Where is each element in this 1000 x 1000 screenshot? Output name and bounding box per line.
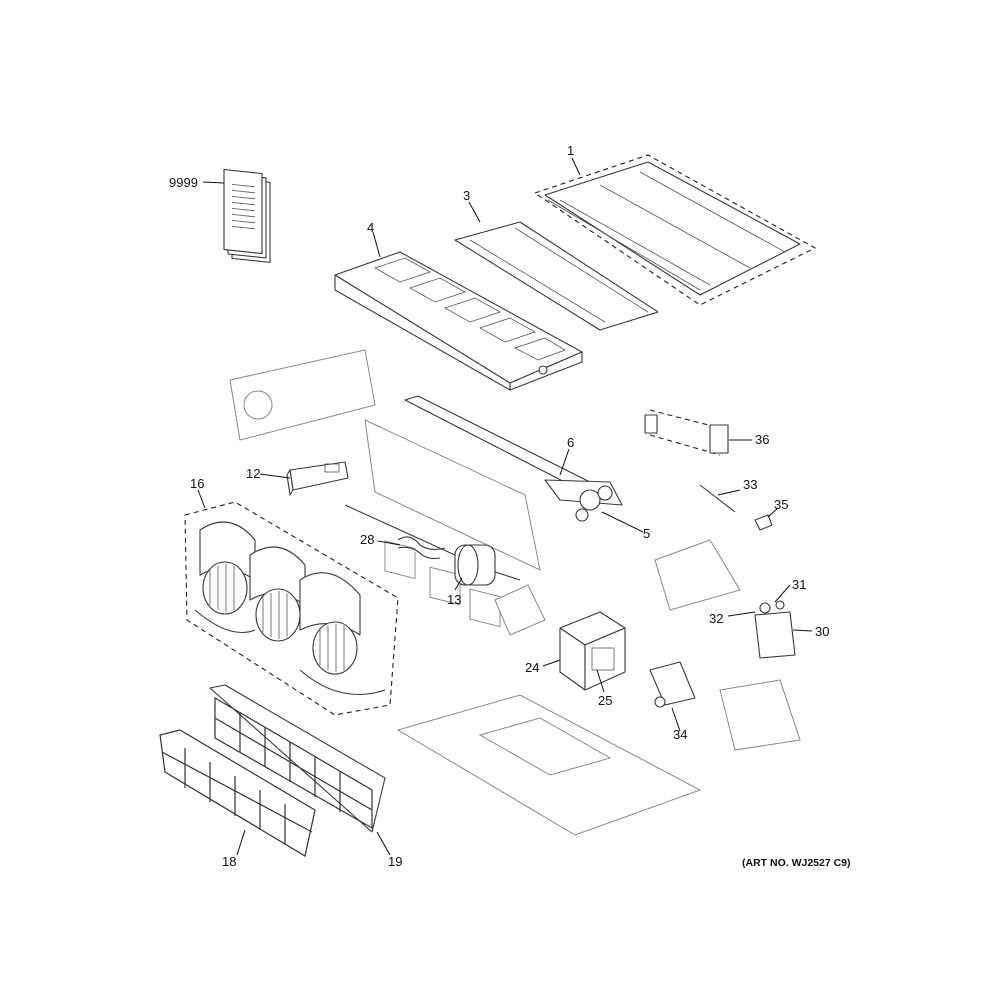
callout-labels: 9999 1 3 4 6 5 12 16 28 13 36 33 35 31 3… [169,143,851,869]
callout-1: 1 [567,143,574,158]
callout-33: 33 [743,477,757,492]
callout-9999: 9999 [169,175,198,190]
callout-12: 12 [246,466,260,481]
leader-lines [197,157,813,856]
callout-19: 19 [388,854,402,869]
part-sensor-probe[interactable] [699,484,736,513]
ghost-motor-mount [494,584,546,636]
callout-30: 30 [815,624,829,639]
callout-28: 28 [360,532,374,547]
ghost-side-bracket [229,349,376,441]
art-number: (ART NO. WJ2527 C9) [742,857,851,869]
callout-31: 31 [792,577,806,592]
callout-6: 6 [567,435,574,450]
part-valve-bracket[interactable] [754,600,796,659]
callout-16: 16 [190,476,204,491]
part-panel[interactable] [454,221,659,331]
part-frame-tray[interactable] [334,251,583,391]
part-filter-front[interactable] [159,729,316,857]
callout-24: 24 [525,660,539,675]
part-capacitor[interactable] [644,409,729,456]
callout-18: 18 [222,854,236,869]
part-manual[interactable] [223,168,271,263]
callout-3: 3 [463,188,470,203]
part-filter-rear[interactable] [209,684,386,833]
part-control-board[interactable] [649,661,696,708]
callout-5: 5 [643,526,650,541]
part-top-cover-assembly[interactable] [533,154,817,306]
callout-34: 34 [673,727,687,742]
ghost-right-panels [654,539,801,751]
part-blower-wheel-assembly[interactable] [184,501,399,716]
ghost-base-pan [396,694,702,836]
part-blower-motor[interactable] [344,504,521,586]
part-sensor-clip[interactable] [397,536,446,560]
part-bracket[interactable] [286,461,349,496]
callout-13: 13 [447,592,461,607]
part-valve-assembly[interactable] [575,485,613,522]
callout-32: 32 [709,611,723,626]
callout-25: 25 [598,693,612,708]
callout-4: 4 [367,220,374,235]
ghost-rear-panel [364,419,541,628]
callout-36: 36 [755,432,769,447]
callout-35: 35 [774,497,788,512]
part-control-box[interactable] [559,611,626,691]
part-clip-small[interactable] [754,514,773,531]
